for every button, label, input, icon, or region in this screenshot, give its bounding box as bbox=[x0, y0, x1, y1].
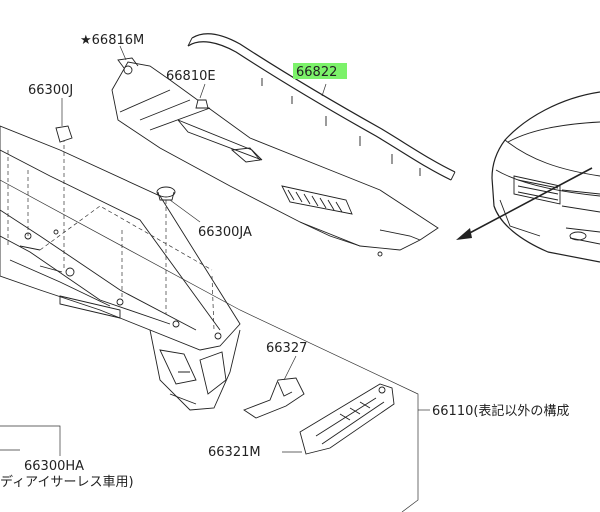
clip-66300j bbox=[55, 125, 73, 143]
cowl-top-panel bbox=[111, 57, 439, 257]
label-66300ha: 66300HA bbox=[24, 459, 84, 474]
view-arrow bbox=[456, 167, 593, 240]
label-66327: 66327 bbox=[266, 341, 307, 356]
label-66816m: ★66816M bbox=[80, 33, 144, 48]
label-66300ha-note: ディアイサーレス車用) bbox=[0, 474, 134, 490]
leader-lines bbox=[0, 45, 430, 456]
label-66110: 66110(表記以外の構成 bbox=[432, 403, 569, 419]
label-66822-highlight bbox=[293, 63, 347, 79]
clip-66810e bbox=[195, 83, 209, 109]
label-66822: 66822 bbox=[296, 65, 337, 80]
car-front-view bbox=[491, 91, 600, 263]
clip-66300ja bbox=[156, 186, 176, 201]
label-66300j: 66300J bbox=[28, 83, 73, 98]
bracket-66321m bbox=[299, 383, 395, 455]
dashed-guides bbox=[7, 138, 215, 331]
part-labels: ★66816M 66810E 66822 66300J 66300JA 6632… bbox=[0, 33, 569, 490]
label-66300ja: 66300JA bbox=[198, 225, 252, 240]
group-outline-66110 bbox=[0, 179, 419, 512]
seal-66327 bbox=[243, 377, 305, 419]
cowl-lower-panel bbox=[0, 125, 241, 411]
label-66810e: 66810E bbox=[166, 69, 216, 84]
label-66321m: 66321M bbox=[208, 445, 261, 460]
weatherstrip-part bbox=[187, 33, 456, 181]
